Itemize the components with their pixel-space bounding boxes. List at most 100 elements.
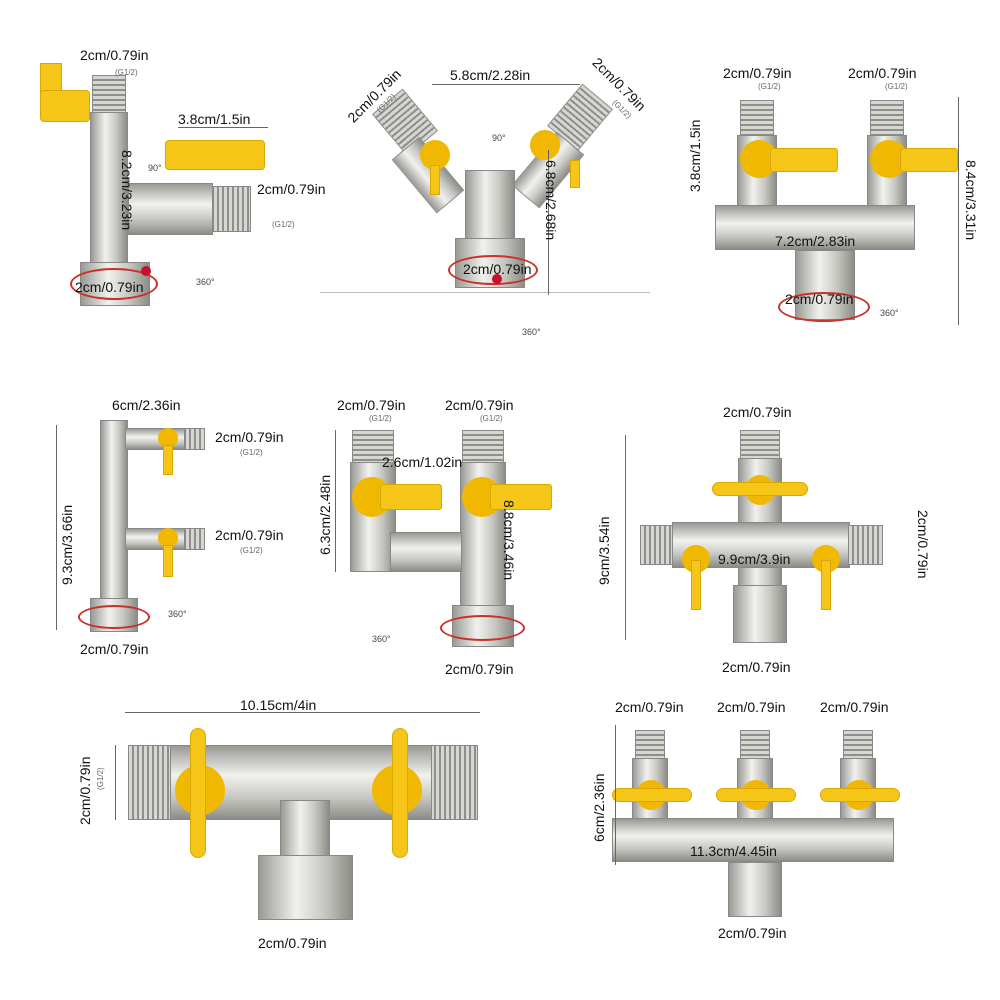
thread-spec: (G1/2) [96, 767, 105, 790]
y-body [465, 170, 515, 240]
dimension-label: 2cm/0.79in [75, 279, 144, 295]
thread [740, 730, 770, 760]
thread-top [740, 430, 780, 460]
dimension-label: 6.3cm/2.48in [317, 474, 333, 555]
dimension-label: 3.8cm/1.5in [178, 111, 251, 127]
thread [635, 730, 665, 760]
valve-handle [40, 63, 62, 93]
dimension-line [115, 745, 116, 820]
thread-right [848, 525, 883, 565]
dimension-label: 7.2cm/2.83in [775, 233, 856, 249]
dimension-label: 2cm/0.79in [257, 181, 326, 197]
dimension-label: 2cm/0.79in [215, 527, 284, 543]
dimension-label: 2cm/0.79in [615, 699, 684, 715]
thread-spec: (G1/2) [369, 414, 392, 423]
dimension-label: 2cm/0.79in [77, 756, 93, 825]
valve-handle [570, 160, 580, 188]
dimension-line [548, 150, 549, 295]
dimension-line [615, 725, 616, 865]
dimension-label: 8.2cm/3.23in [119, 150, 135, 231]
swivel-nut [733, 585, 787, 643]
dimension-label: 11.3cm/4.45in [690, 843, 777, 859]
rotation-arrow-icon [70, 268, 158, 300]
dimension-line [56, 425, 57, 630]
valve-handle [190, 728, 206, 858]
valve-handle [380, 484, 442, 510]
ground-line [320, 292, 650, 293]
dimension-label: 2cm/0.79in [80, 641, 149, 657]
side-body [128, 183, 213, 235]
dimension-label: 2cm/0.79in [915, 510, 931, 579]
thread-spec: (G1/2) [272, 220, 295, 229]
valve-handle [490, 484, 552, 510]
dimension-label: 9.9cm/3.9in [718, 551, 791, 567]
valve-handle [820, 788, 900, 802]
dimension-label: 2cm/0.79in [445, 397, 514, 413]
valve-handle [770, 148, 838, 172]
thread-right [462, 430, 504, 465]
thread-spec: (G1/2) [240, 448, 263, 457]
valve-handle [716, 788, 796, 802]
dimension-label: 2cm/0.79in [723, 404, 792, 420]
dimension-line [432, 84, 580, 85]
valve-handle [691, 560, 701, 610]
dimension-label: 2cm/0.79in [337, 397, 406, 413]
dimension-label: 2cm/0.79in [80, 47, 149, 63]
swivel-nut [728, 862, 782, 917]
dimension-label: 2cm/0.79in [848, 65, 917, 81]
angle-label: 90° [492, 133, 506, 143]
swivel-nut [258, 855, 353, 920]
dimension-label: 2cm/0.79in [463, 261, 532, 277]
dimension-line [125, 712, 480, 713]
rotation-label: 360° [880, 308, 899, 318]
valve-handle [900, 148, 958, 172]
valve-body [90, 112, 128, 267]
dimension-line [178, 127, 268, 128]
rotation-label: 360° [196, 277, 215, 287]
valve-handle [165, 140, 265, 170]
dimension-label: 3.8cm/1.5in [687, 119, 703, 192]
thread-spec: (G1/2) [480, 414, 503, 423]
rotation-arrow-icon [448, 255, 538, 285]
manifold-bar [715, 205, 915, 250]
dimension-label: 6.8cm/2.68in [543, 160, 559, 241]
thread-left [128, 745, 173, 820]
valve-handle [712, 482, 808, 496]
valve-handle [163, 445, 173, 475]
thread-spec: (G1/2) [240, 546, 263, 555]
thread-side [213, 186, 251, 232]
thread-spec: (G1/2) [758, 82, 781, 91]
dimension-label: 2cm/0.79in [258, 935, 327, 951]
valve-handle [821, 560, 831, 610]
manifold-bar [612, 818, 894, 862]
thread-left [740, 100, 774, 138]
valve-handle [163, 545, 173, 577]
dimension-label: 10.15cm/4in [240, 697, 317, 713]
thread-side [185, 428, 205, 450]
dimension-label: 2cm/0.79in [785, 291, 854, 307]
rotation-label: 360° [168, 609, 187, 619]
tee-stem [280, 800, 330, 860]
rotation-point-icon [492, 274, 502, 284]
dimension-line [958, 97, 959, 325]
dimension-label: 2cm/0.79in [820, 699, 889, 715]
dimension-label: 2cm/0.79in [215, 429, 284, 445]
thread-side [185, 528, 205, 550]
dimension-label: 2.6cm/1.02in [382, 454, 463, 470]
dimension-label: 9.3cm/3.66in [59, 504, 75, 585]
cross-bar [390, 532, 462, 572]
dimension-label: 8.8cm/3.46in [501, 500, 517, 581]
valve-handle [40, 90, 90, 122]
dimension-label: 5.8cm/2.28in [450, 67, 531, 83]
rotation-label: 360° [372, 634, 391, 644]
rotation-label: 360° [522, 327, 541, 337]
angle-label: 90° [148, 163, 162, 173]
dimension-line [625, 435, 626, 640]
dimension-label: 2cm/0.79in [718, 925, 787, 941]
dimension-label: 6cm/2.36in [591, 773, 607, 842]
valve-handle [530, 130, 560, 160]
valve-handle [612, 788, 692, 802]
dimension-label: 6cm/2.36in [112, 397, 181, 413]
rotation-arrow-icon [440, 615, 525, 641]
